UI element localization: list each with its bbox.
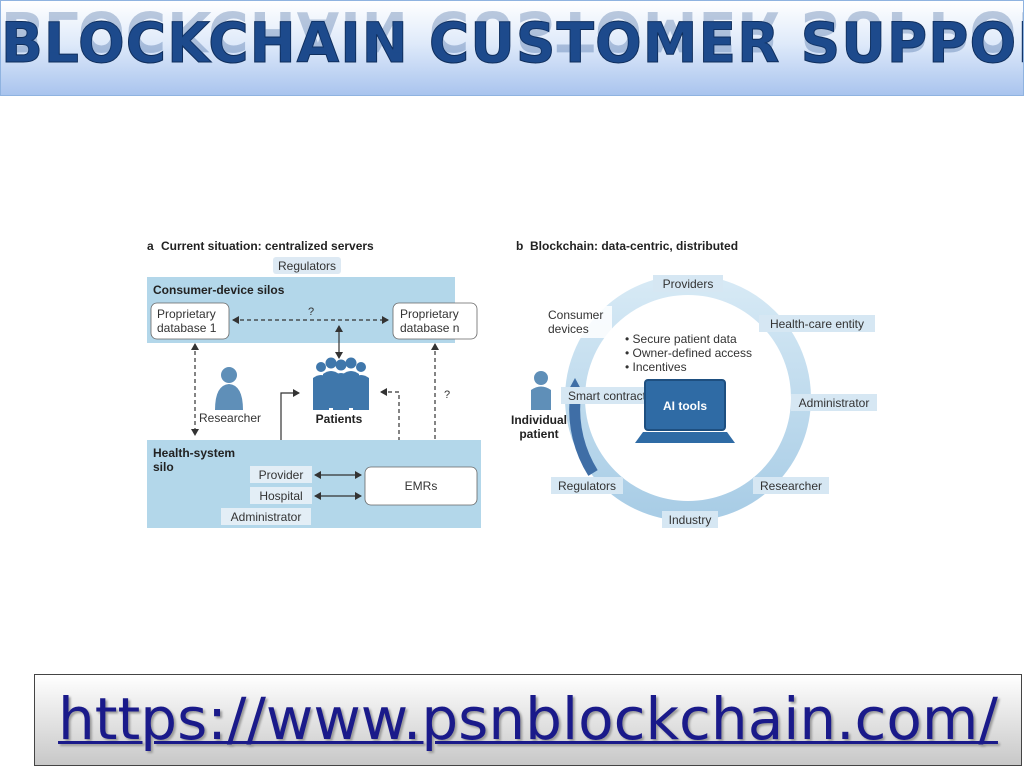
bullet-incentives: • Incentives xyxy=(625,360,687,374)
db1-line2: database 1 xyxy=(157,321,217,335)
regulators-label: Regulators xyxy=(278,259,336,273)
industry-label: Industry xyxy=(669,513,712,527)
industry-pill xyxy=(662,511,718,528)
emrs-box xyxy=(364,466,478,506)
panel-b: b Blockchain: data-centric, distributed … xyxy=(511,239,877,528)
blockchain-diagram: a Current situation: centralized servers… xyxy=(147,239,877,528)
administrator-pill xyxy=(221,508,311,525)
regulators-b-pill xyxy=(551,477,623,494)
bullet-access: • Owner-defined access xyxy=(625,346,752,360)
researcher-icon xyxy=(215,367,243,410)
proprietary-database-1 xyxy=(150,302,230,340)
health-silo-line2: silo xyxy=(153,460,174,474)
regulators-pill xyxy=(273,257,341,274)
panel-a-letter: a xyxy=(147,239,154,253)
health-silo-line1: Health-system xyxy=(153,446,235,460)
health-care-entity-pill xyxy=(759,315,875,332)
researcher-b-label: Researcher xyxy=(760,479,822,493)
provider-pill xyxy=(250,466,312,483)
title-banner: BLOCKCHAIN CUSTOMER SUPPORT BLOCKCHAIN C… xyxy=(0,0,1024,96)
hospital-pill xyxy=(250,487,312,504)
banner-title: BLOCKCHAIN CUSTOMER SUPPORT xyxy=(1,11,1024,76)
individual-patient-line2: patient xyxy=(519,427,558,441)
smart-contracts-pill xyxy=(561,387,659,404)
provider-label: Provider xyxy=(259,468,304,482)
bullet-secure: • Secure patient data xyxy=(625,332,737,346)
patients-label: Patients xyxy=(316,412,363,426)
ring-arrow xyxy=(569,399,598,476)
administrator-b-pill xyxy=(791,394,877,411)
emrs-label: EMRs xyxy=(405,479,438,493)
url-box: https://www.psnblockchain.com/ xyxy=(34,674,1022,766)
patients-to-emrs-arrow xyxy=(380,388,403,468)
administrator-b-label: Administrator xyxy=(799,396,870,410)
providers-label: Providers xyxy=(663,277,714,291)
administrator-label: Administrator xyxy=(231,510,302,524)
ai-tools-label: AI tools xyxy=(663,399,707,413)
laptop-icon xyxy=(635,379,735,443)
researcher-b-pill xyxy=(753,477,829,494)
consumer-devices-line2: devices xyxy=(548,322,589,336)
health-care-entity-label: Health-care entity xyxy=(770,317,864,331)
consumer-devices-bg xyxy=(544,306,612,338)
banner-title-reflection: BLOCKCHAIN CUSTOMER SUPPORT xyxy=(1,0,1024,63)
db1-line1: Proprietary xyxy=(157,307,216,321)
proprietary-database-n xyxy=(392,302,478,340)
consumer-devices-line1: Consumer xyxy=(548,308,603,322)
dbn-line1: Proprietary xyxy=(400,307,459,321)
researcher-label: Researcher xyxy=(199,411,261,425)
dbn-line2: database n xyxy=(400,321,459,335)
smart-contracts-label: Smart contracts xyxy=(568,389,652,403)
patients-icon xyxy=(313,357,369,410)
panel-a-title: Current situation: centralized servers xyxy=(161,239,374,253)
website-link[interactable]: https://www.psnblockchain.com/ xyxy=(58,685,998,753)
regulators-b-label: Regulators xyxy=(558,479,616,493)
providers-pill xyxy=(653,275,723,292)
consumer-silos-label: Consumer-device silos xyxy=(153,283,285,297)
db-question-mark: ? xyxy=(308,306,314,318)
individual-patient-line1: Individual xyxy=(511,413,567,427)
panel-a: a Current situation: centralized servers… xyxy=(147,239,481,528)
individual-patient-icon xyxy=(531,371,551,410)
hospital-label: Hospital xyxy=(259,489,302,503)
dbn-question-mark: ? xyxy=(444,389,450,401)
panel-b-title: Blockchain: data-centric, distributed xyxy=(530,239,738,253)
panel-b-letter: b xyxy=(516,239,523,253)
benefits-list: • Secure patient data • Owner-defined ac… xyxy=(625,332,752,374)
